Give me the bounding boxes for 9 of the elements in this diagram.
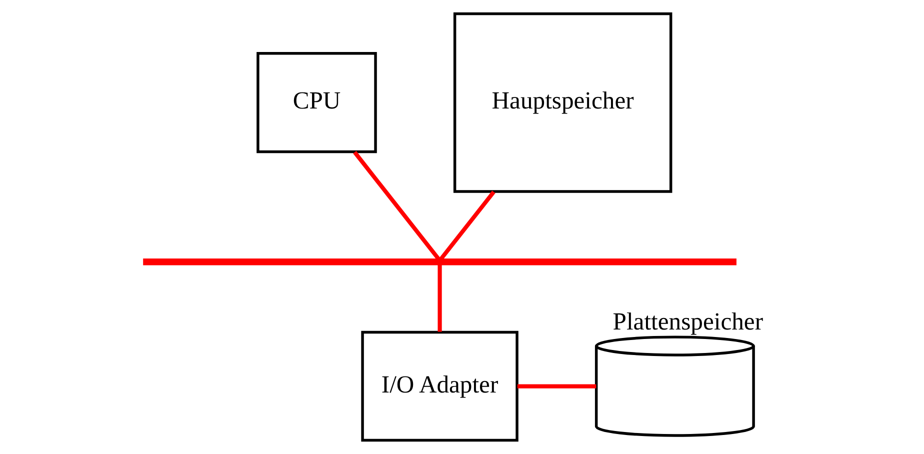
node-bar [143, 258, 736, 266]
node-box: CPU [256, 52, 377, 154]
connector [353, 150, 441, 262]
node-box: Hauptspeicher [453, 12, 672, 193]
connector [517, 384, 596, 388]
node-box: I/O Adapter [361, 330, 518, 442]
connector [438, 264, 442, 332]
node-label: Plattenspeicher [612, 308, 764, 336]
connector [438, 190, 496, 261]
